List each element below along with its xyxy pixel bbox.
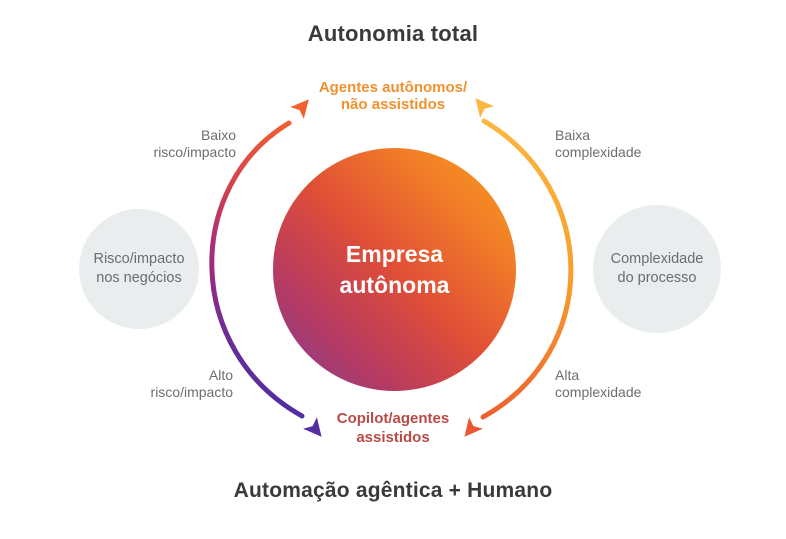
label-agentes-autonomos-line1: Agentes autônomos/ xyxy=(318,79,468,96)
label-agentes-autonomos-line2: não assistidos xyxy=(340,96,446,113)
bubble-complexidade-line2: do processo xyxy=(617,270,697,286)
label-alto-risco-line2: risco/impacto xyxy=(150,384,233,400)
empresa-autonoma-line2: autônoma xyxy=(339,271,450,298)
label-copilot-agentes: Copilot/agentes assistidos xyxy=(0,409,786,447)
empresa-autonoma-line1: Empresa xyxy=(345,240,444,267)
label-copilot-agentes-line2: assistidos xyxy=(356,429,430,446)
bubble-complexidade-processo: Complexidade do processo xyxy=(593,205,721,333)
title-autonomia-total: Autonomia total xyxy=(307,21,479,46)
bubble-complexidade-line1: Complexidade xyxy=(610,251,704,267)
label-baixo-risco-line1: Baixo xyxy=(200,127,236,143)
bubble-risco-impacto-line2: nos negócios xyxy=(96,270,182,286)
label-alta-complexidade: Alta complexidade xyxy=(555,367,705,401)
label-baixo-risco: Baixo risco/impacto xyxy=(86,127,236,161)
bubble-risco-impacto-line1: Risco/impacto xyxy=(93,251,185,267)
label-alta-complexidade-line2: complexidade xyxy=(555,384,642,400)
label-alto-risco-line1: Alto xyxy=(208,367,233,383)
label-baixa-complexidade-line1: Baixa xyxy=(555,127,591,143)
empresa-autonoma-circle: Empresa autônoma xyxy=(273,148,516,391)
label-baixa-complexidade-line2: complexidade xyxy=(555,144,642,160)
label-baixa-complexidade: Baixa complexidade xyxy=(555,127,705,161)
title-automacao-agentica: Automação agêntica + Humano xyxy=(233,479,553,502)
label-alta-complexidade-line1: Alta xyxy=(555,367,580,383)
label-alto-risco: Alto risco/impacto xyxy=(83,367,233,401)
label-agentes-autonomos: Agentes autônomos/ não assistidos xyxy=(0,79,786,113)
label-copilot-agentes-line1: Copilot/agentes xyxy=(336,410,450,427)
bubble-risco-impacto: Risco/impacto nos negócios xyxy=(79,209,199,329)
label-baixo-risco-line2: risco/impacto xyxy=(153,144,236,160)
